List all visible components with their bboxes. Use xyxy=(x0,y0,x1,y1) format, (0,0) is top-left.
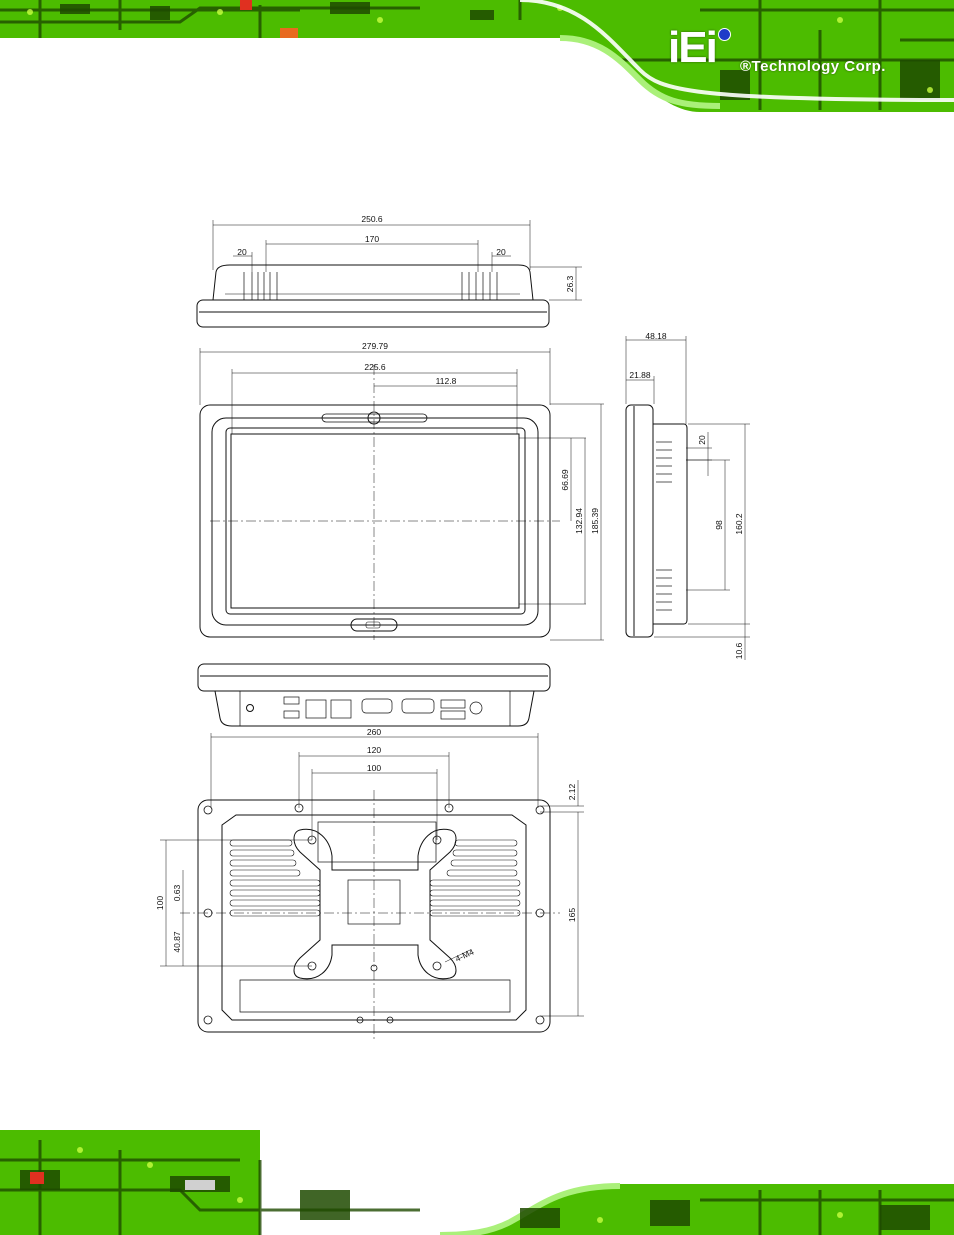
dim-back-height: 165 xyxy=(567,908,577,922)
dim-side-body-h: 160.2 xyxy=(734,513,744,535)
dim-side-bottom-offset: 10.6 xyxy=(734,642,744,659)
dim-top-width: 250.6 xyxy=(361,214,383,224)
dim-back-left-4087: 40.87 xyxy=(172,931,182,953)
dim-front-height: 185.39 xyxy=(590,508,600,534)
dim-front-half-screen-h: 66.69 xyxy=(560,469,570,491)
dim-back-left-063: 0.63 xyxy=(172,884,182,901)
company-logo: iEi ®Technology Corp. xyxy=(668,22,948,82)
dimension-drawing: 250.6 170 20 20 26.3 279.79 225.6 112.8 … xyxy=(150,200,770,1050)
side-view xyxy=(626,336,750,660)
company-name: ®Technology Corp. xyxy=(740,58,886,75)
dim-side-vent-h: 20 xyxy=(697,435,707,445)
dim-top-vents-span: 170 xyxy=(365,234,379,244)
dim-top-vent-right: 20 xyxy=(496,247,506,257)
io-view xyxy=(198,664,550,726)
dim-side-front-depth: 21.88 xyxy=(629,370,651,380)
header-pcb-banner: iEi ®Technology Corp. xyxy=(0,0,954,112)
dim-top-vent-left: 20 xyxy=(237,247,247,257)
dim-front-screen-width: 225.6 xyxy=(364,362,386,372)
footer-pcb-banner xyxy=(0,1120,954,1235)
dim-side-mount-span: 98 xyxy=(714,520,724,530)
dim-back-vesa-inner: 100 xyxy=(367,763,381,773)
dim-side-depth: 48.18 xyxy=(645,331,667,341)
dim-back-left-100: 100 xyxy=(155,896,165,910)
pcb-pattern-bottom xyxy=(0,1120,954,1235)
front-view xyxy=(200,348,604,640)
dim-top-depth: 26.3 xyxy=(565,275,575,292)
dim-back-top-offset: 2.12 xyxy=(567,783,577,800)
dim-front-screen-h: 132.94 xyxy=(574,508,584,534)
dim-back-vesa-outer: 120 xyxy=(367,745,381,755)
dim-back-screw-label: 4-M4 xyxy=(454,946,476,963)
iei-logo-mark: iEi xyxy=(668,24,716,72)
dim-front-width: 279.79 xyxy=(362,341,388,351)
back-view xyxy=(160,733,584,1040)
top-view xyxy=(197,220,582,327)
dim-back-width: 260 xyxy=(367,727,381,737)
logo-dot-icon xyxy=(718,28,731,41)
dim-front-half-width: 112.8 xyxy=(436,376,457,386)
